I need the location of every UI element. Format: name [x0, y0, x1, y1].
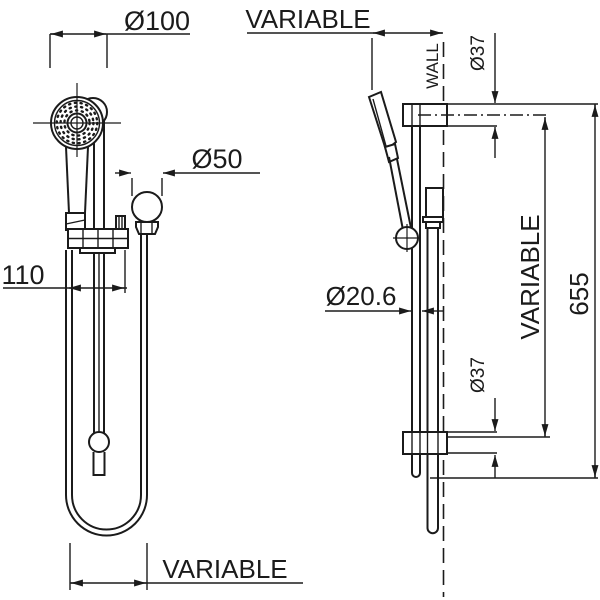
dim-top-bracket-diameter: Ø37: [468, 33, 499, 158]
hose-loop-inner: [71, 494, 142, 531]
slide-rail-side: [411, 104, 421, 478]
dim-label-wall-distance: VARIABLE: [245, 4, 370, 34]
dim-label-rail-length: 655: [564, 272, 594, 315]
dim-bracket-span: VARIABLE: [515, 117, 549, 437]
locking-knob: [115, 215, 126, 231]
dim-head-diameter: Ø100: [49, 6, 190, 68]
dim-label-bottom-bracket-diameter: Ø37: [468, 357, 489, 393]
slide-rail-front: [93, 108, 105, 433]
wall-elbow-side: [422, 187, 444, 229]
bottom-mount-knob: [88, 431, 110, 453]
dim-label-bracket-span: VARIABLE: [515, 214, 545, 339]
slider-bracket-front: [67, 215, 129, 254]
wall-elbow-front: [131, 191, 163, 235]
dim-bracket-offset: 110: [1, 250, 127, 293]
rail-lower-end-front: [88, 253, 110, 476]
dim-rail-diameter: Ø20.6: [325, 281, 443, 315]
hand-shower-handle: [65, 146, 89, 231]
dim-label-head-diameter: Ø100: [124, 6, 190, 36]
dim-label-top-bracket-diameter: Ø37: [468, 35, 489, 71]
hose-nut: [135, 221, 159, 235]
dim-label-hose-loop-width: VARIABLE: [162, 554, 287, 584]
dim-hose-loop-width: VARIABLE: [69, 543, 303, 590]
hose-side: [426, 228, 439, 535]
bottom-bracket: [402, 431, 448, 455]
extension-lines: [418, 103, 598, 479]
wall-label: WALL: [423, 43, 442, 89]
elbow-ball: [131, 191, 163, 223]
hose-loop-outer: [65, 494, 148, 537]
dim-label-elbow-diameter: Ø50: [191, 144, 242, 174]
shower-head: [33, 83, 121, 157]
front-view: Ø100 Ø50 110 VARIABLE: [1, 6, 303, 590]
dim-bottom-bracket-diameter: Ø37: [468, 357, 499, 478]
dim-rail-length: 655: [564, 104, 599, 478]
hand-shower-side: [367, 90, 421, 252]
dim-elbow-diameter: Ø50: [115, 144, 260, 196]
hose-front: [65, 233, 148, 537]
dim-wall-distance: VARIABLE WALL: [245, 4, 443, 90]
dim-label-rail-diameter: Ø20.6: [326, 281, 397, 311]
side-view: VARIABLE WALL Ø37 Ø20.6 VARIABLE: [245, 4, 599, 597]
dim-label-bracket-offset: 110: [1, 260, 44, 290]
